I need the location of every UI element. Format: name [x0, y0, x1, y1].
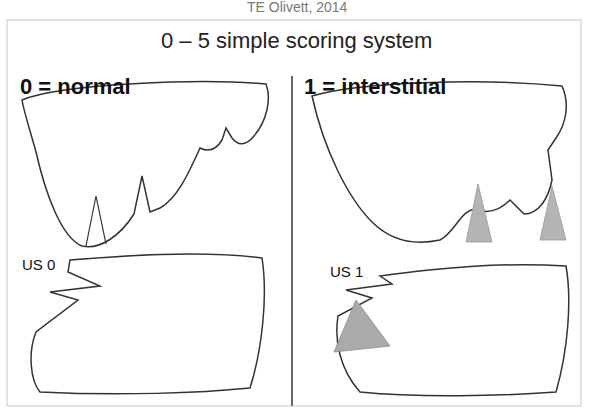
lung-outline — [22, 82, 268, 247]
grade-heading: 1 = interstitial — [304, 74, 446, 99]
divider-line — [291, 76, 293, 406]
slide-title: 0 – 5 simple scoring system — [161, 28, 432, 53]
rib-shadow — [86, 196, 106, 246]
b-line-artifact — [334, 300, 390, 352]
b-line-artifact — [466, 184, 492, 242]
author-credit: TE Olivett, 2014 — [247, 0, 347, 15]
slide-frame — [7, 20, 581, 406]
score-label: US 1 — [328, 263, 365, 280]
b-line-artifact — [540, 186, 566, 240]
score-label: US 0 — [20, 256, 57, 273]
lung-outline — [312, 82, 566, 242]
grade-heading: 0 = normal — [20, 74, 131, 99]
lung-outline — [31, 254, 264, 394]
